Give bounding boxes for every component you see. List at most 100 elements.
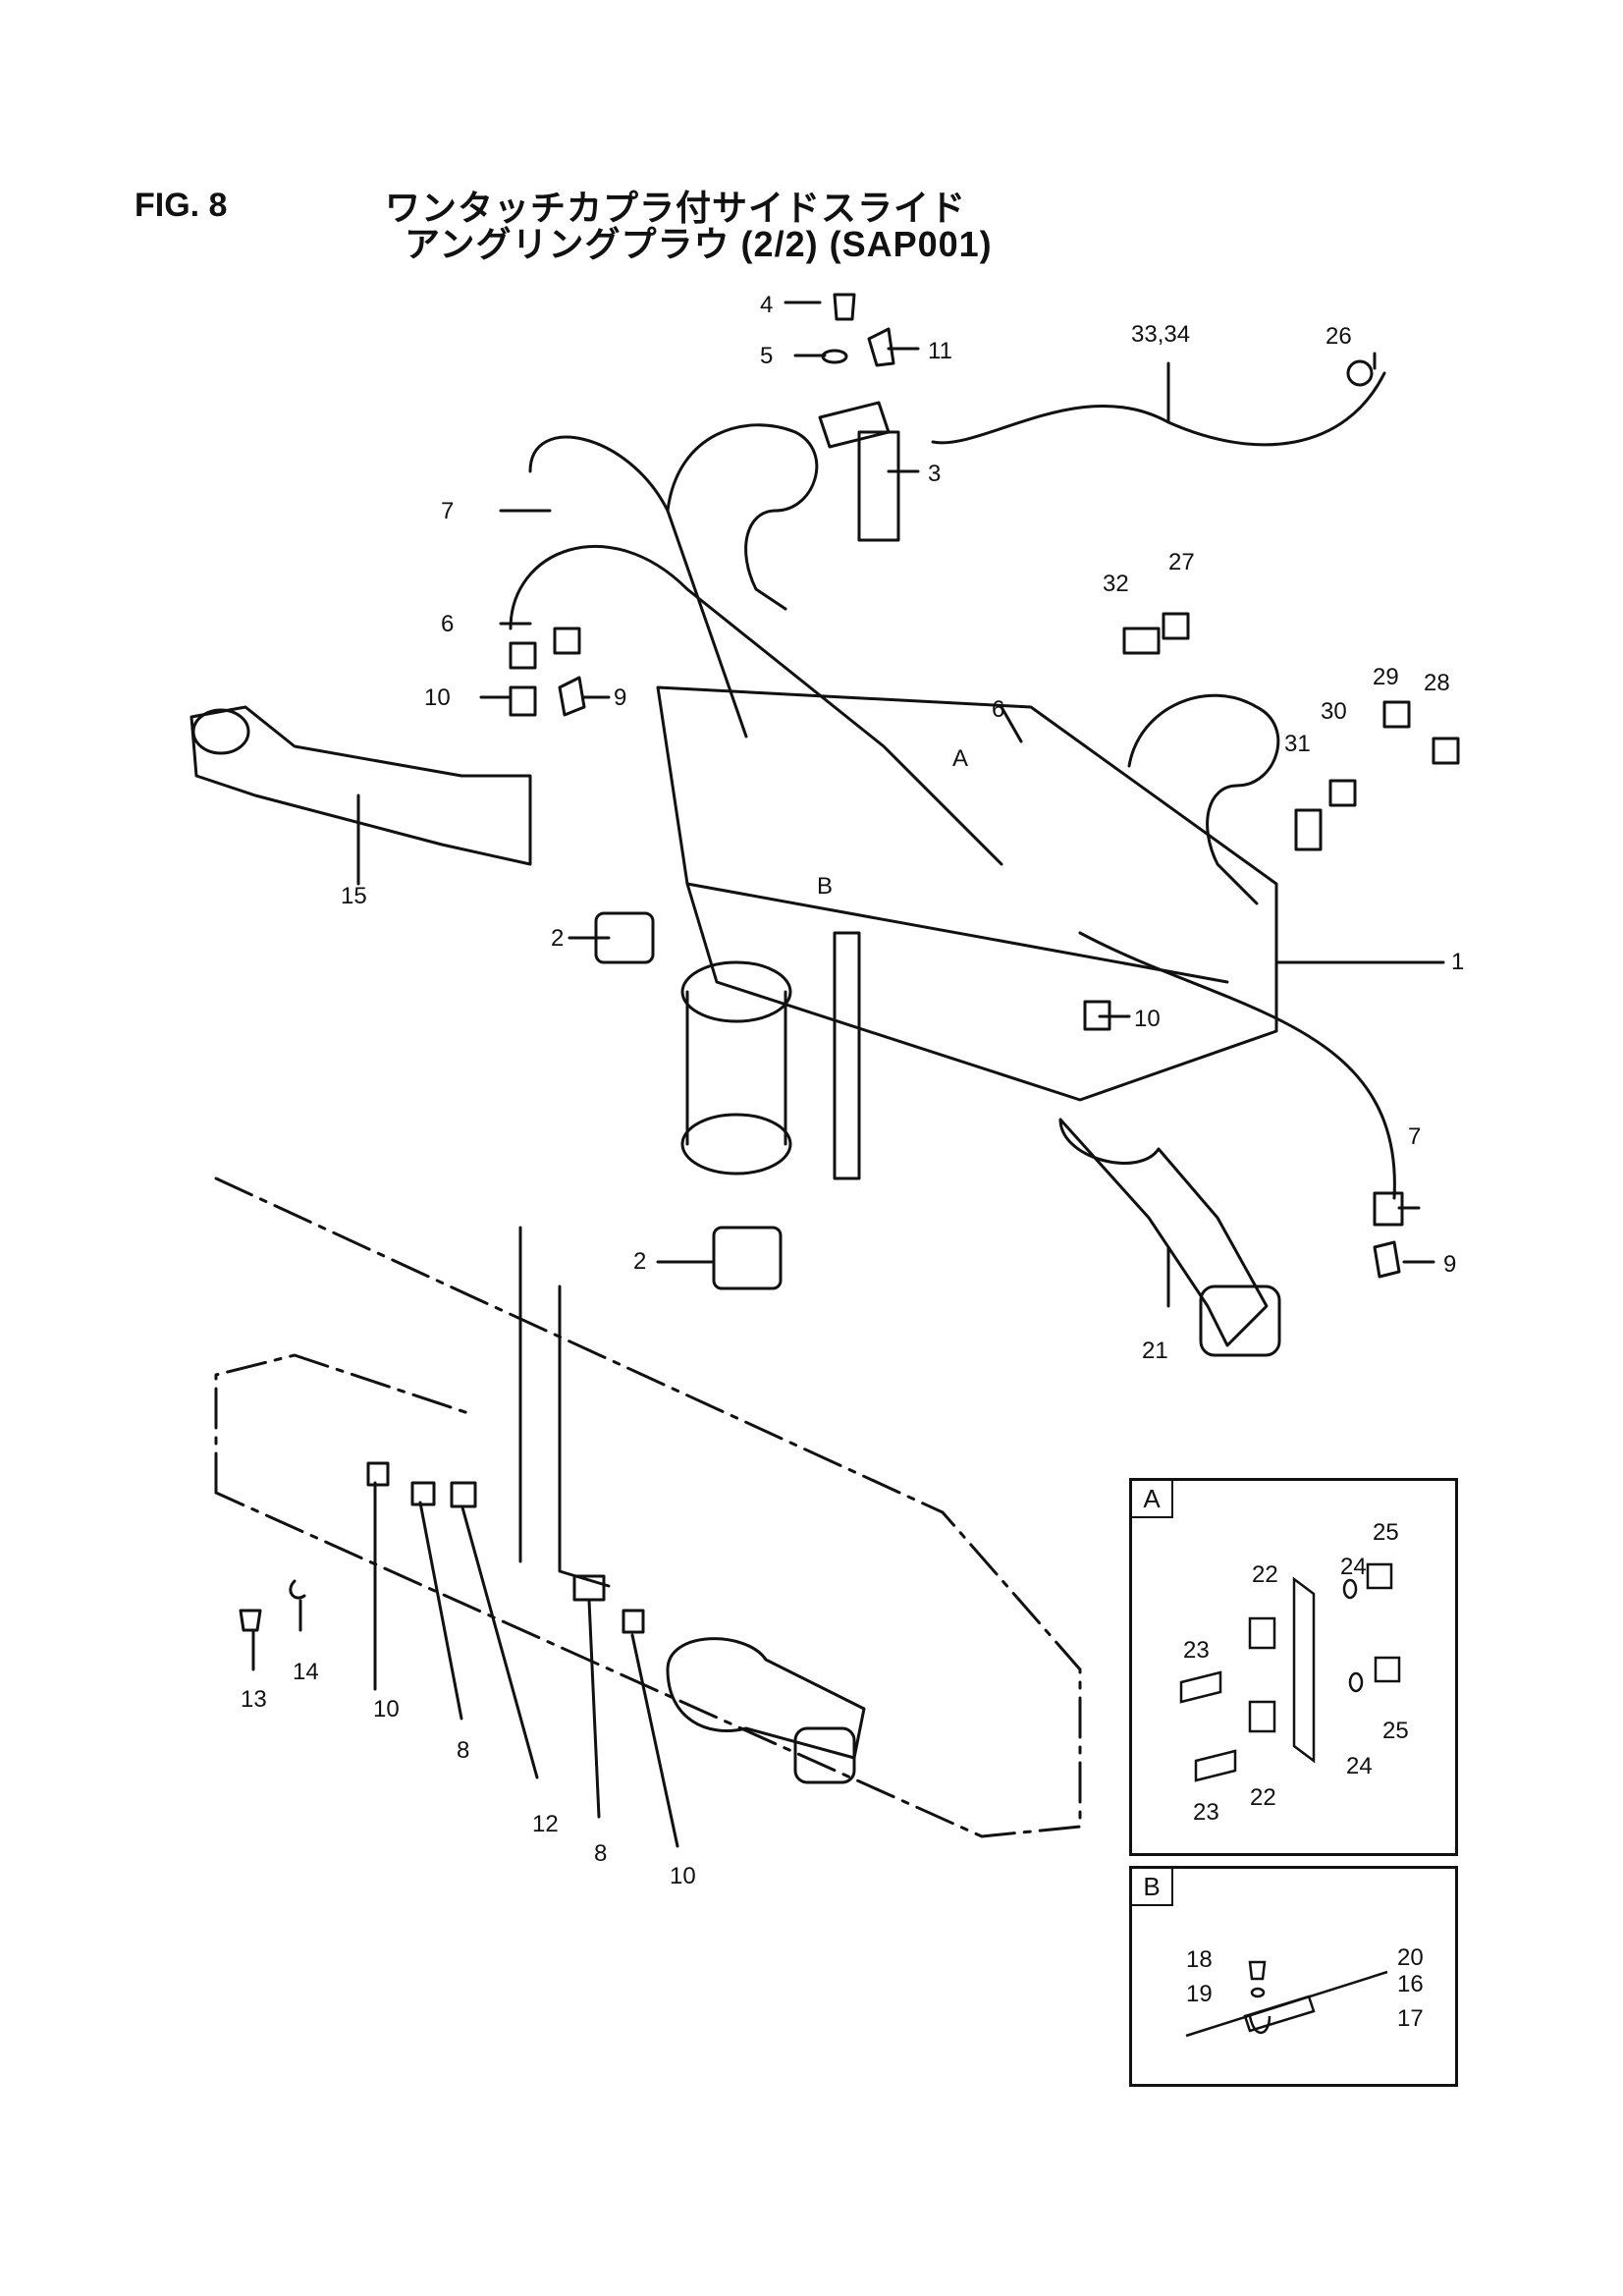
inset-b-callout-1: 20 — [1397, 1944, 1424, 1971]
callout-6: 7 — [441, 498, 454, 524]
bracket-plate — [1292, 1576, 1316, 1764]
callout-7: 6 — [441, 611, 454, 637]
callout-5: 3 — [928, 461, 941, 487]
callout-8: 27 — [1168, 549, 1195, 575]
bolt-13 — [239, 1609, 262, 1632]
fitting-11 — [867, 327, 895, 367]
washer-24-upper — [1342, 1578, 1358, 1600]
swivel-lower — [680, 1113, 792, 1175]
callout-3: 33,34 — [1131, 321, 1190, 348]
callout-24: 2 — [633, 1248, 646, 1275]
inset-a-callout-0: 22 — [1252, 1561, 1278, 1588]
plate-3 — [818, 401, 891, 449]
callout-9: 32 — [1103, 571, 1129, 597]
washer-19 — [1250, 1987, 1266, 1998]
blade-beam-inner — [214, 1353, 473, 1495]
callout-2: 11 — [928, 338, 952, 364]
callout-1: 5 — [760, 343, 773, 369]
detail-inset-b: B 18 20 19 16 17 — [1129, 1866, 1458, 2087]
fitting-7-end — [1373, 1191, 1404, 1227]
fitting-30 — [1328, 779, 1357, 807]
washer-24-lower — [1348, 1671, 1364, 1693]
fitting-7 — [553, 627, 581, 655]
inset-b-linework — [1185, 1960, 1388, 2038]
fitting-8-lower-a — [410, 1481, 436, 1506]
inset-a-callout-4: 24 — [1346, 1753, 1373, 1779]
diagram-linework — [189, 293, 1460, 1848]
swivel-post — [685, 990, 787, 1146]
clamp-22-lower — [1248, 1700, 1276, 1733]
sheath-20 — [1243, 1995, 1316, 2033]
cylinder-21 — [1058, 1118, 1269, 1347]
hose-7-right — [1078, 931, 1396, 1200]
callout-20: 1 — [1451, 949, 1464, 975]
inset-a-callout-1: 23 — [1183, 1637, 1210, 1664]
nut-25-lower — [1374, 1656, 1401, 1683]
leader-lines — [251, 301, 1445, 1848]
fitting-10-lower-b — [622, 1609, 645, 1634]
callout-28: 14 — [293, 1659, 319, 1685]
callout-18: 15 — [341, 883, 367, 909]
blade-beam-outline — [214, 1176, 1082, 1838]
inset-a-callout-3: 25 — [1373, 1519, 1399, 1546]
cylinder-21-eye — [1199, 1285, 1281, 1357]
inset-b-callout-0: 18 — [1186, 1946, 1213, 1973]
inset-a-tag: A — [1132, 1481, 1173, 1518]
bushing-2-lower — [712, 1226, 783, 1290]
hose-6 — [509, 544, 1003, 866]
inset-b-callout-3: 16 — [1397, 1971, 1424, 1997]
hoses-vertical — [518, 1226, 611, 1588]
callout-21: 2 — [551, 925, 564, 952]
clamp-22-upper — [1248, 1616, 1276, 1650]
cable-33-34 — [931, 371, 1386, 447]
callout-22: 10 — [1134, 1006, 1161, 1032]
bolt-23-lower — [1194, 1749, 1237, 1782]
fitting-29 — [1382, 700, 1411, 729]
callout-12: 30 — [1321, 698, 1347, 725]
fitting-9-right — [1373, 1240, 1401, 1279]
inset-b-drawing: 18 20 19 16 17 — [1185, 1944, 1424, 2038]
callout-33: 10 — [670, 1863, 696, 1889]
clip-17 — [1248, 2015, 1271, 2035]
callout-15: 9 — [614, 684, 626, 711]
fitting-28 — [1432, 737, 1460, 765]
fitting-10-lower-a — [366, 1461, 390, 1487]
body-edge — [685, 882, 1229, 984]
inset-a-callout-2: 24 — [1340, 1554, 1367, 1580]
callout-31: 12 — [532, 1811, 559, 1837]
cylinder-15-eye — [191, 708, 250, 755]
figure-number: FIG. 8 — [135, 187, 228, 224]
swivel-upper — [680, 960, 792, 1023]
callout-13: 31 — [1284, 731, 1311, 757]
lower-cylinder — [666, 1637, 866, 1760]
hose-7-left — [528, 435, 748, 738]
fitting-10 — [509, 685, 537, 717]
inset-a-callout-5: 25 — [1382, 1718, 1409, 1744]
lower-cylinder-eye — [793, 1726, 856, 1784]
bolt-4 — [833, 293, 856, 321]
callout-17: A — [952, 745, 968, 772]
inset-b-callout-4: 17 — [1397, 2005, 1424, 2032]
fitting-6 — [509, 641, 537, 670]
inset-a-callout-6: 22 — [1250, 1784, 1276, 1811]
callout-10: 29 — [1373, 664, 1399, 690]
cable-clamp-26 — [1346, 359, 1374, 387]
fitting-27 — [1162, 612, 1190, 640]
callout-27: 13 — [241, 1686, 267, 1713]
nut-25-upper — [1366, 1562, 1393, 1590]
bolt-23-upper — [1179, 1670, 1222, 1704]
inset-a-linework — [1179, 1562, 1401, 1782]
callout-26: 21 — [1142, 1338, 1168, 1364]
inset-b-callout-2: 19 — [1186, 1981, 1213, 2007]
swivel-plate — [833, 931, 861, 1180]
callout-32: 8 — [594, 1840, 607, 1867]
bolt-18 — [1248, 1960, 1267, 1981]
clamp-12 — [450, 1481, 477, 1508]
inset-a-callout-7: 23 — [1193, 1799, 1219, 1826]
inset-b-tag: B — [1132, 1869, 1173, 1906]
